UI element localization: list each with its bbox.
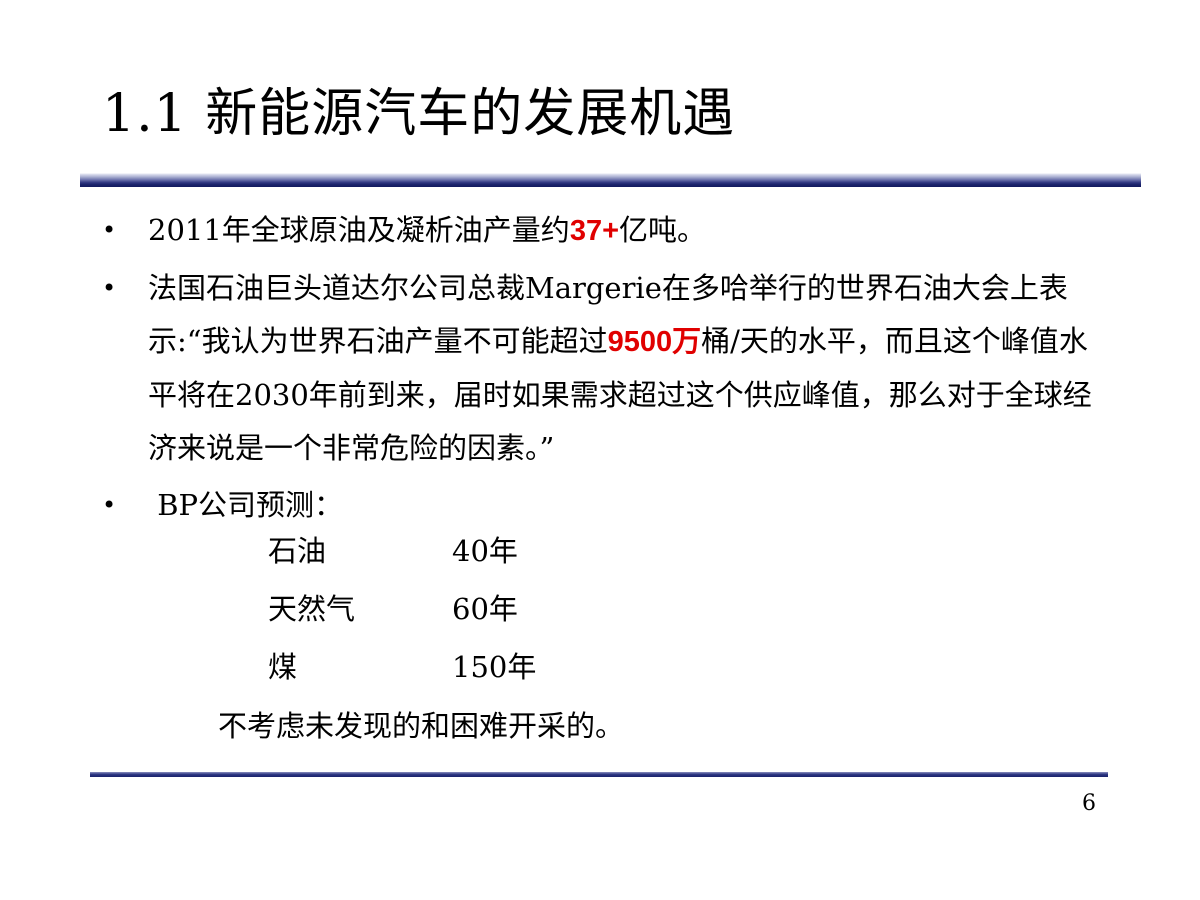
forecast-resource: 天然气 bbox=[268, 592, 356, 626]
bullet-dot-icon: • bbox=[102, 274, 117, 302]
forecast-row: 煤 150年 bbox=[268, 638, 612, 696]
forecast-row: 天然气 60年 bbox=[268, 580, 612, 638]
bullet-dot-icon: • bbox=[102, 216, 117, 244]
bullet-text-before: 法国石油巨头道达尔公司总裁Margerie在多哈举行的世界石油大会上表示:“我认… bbox=[148, 271, 1068, 358]
highlight-value: 9500万 bbox=[607, 326, 702, 358]
bullet-item-oil-output: • 2011年全球原油及凝析油产量约37+亿吨。 bbox=[102, 204, 1102, 258]
bullet-text: BP公司预测： bbox=[148, 488, 344, 522]
footer-divider bbox=[90, 772, 1108, 777]
bullet-item-bp-forecast: • BP公司预测： bbox=[102, 479, 1102, 532]
forecast-years: 150年 bbox=[452, 650, 537, 684]
forecast-resource: 煤 bbox=[268, 650, 298, 684]
forecast-note: 不考虑未发现的和困难开采的。 bbox=[218, 709, 625, 743]
forecast-years: 40年 bbox=[452, 534, 518, 568]
forecast-resource: 石油 bbox=[268, 534, 327, 568]
bullet-text-after: 桶/天的水平，而且这个峰值水平将在2030年前到来，届时如果需求超过这个供应峰值… bbox=[148, 324, 1092, 465]
bullet-text-after: 亿吨。 bbox=[619, 213, 707, 247]
title-divider bbox=[80, 173, 1141, 187]
page-number: 6 bbox=[1082, 791, 1096, 816]
bullet-text: 法国石油巨头道达尔公司总裁Margerie在多哈举行的世界石油大会上表示:“我认… bbox=[148, 271, 1092, 465]
bullet-dot-icon: • bbox=[102, 491, 117, 519]
forecast-row: 石油 40年 bbox=[268, 522, 612, 580]
slide-title: 1.1 新能源汽车的发展机遇 bbox=[102, 84, 736, 144]
forecast-years: 60年 bbox=[452, 592, 518, 626]
forecast-table: 石油 40年 天然气 60年 煤 150年 bbox=[268, 522, 612, 696]
bullet-text-before: 2011年全球原油及凝析油产量约 bbox=[148, 213, 570, 247]
bullet-list: • 2011年全球原油及凝析油产量约37+亿吨。 • 法国石油巨头道达尔公司总裁… bbox=[102, 204, 1102, 536]
highlight-value: 37+ bbox=[569, 215, 620, 247]
bullet-text: 2011年全球原油及凝析油产量约37+亿吨。 bbox=[148, 213, 706, 247]
bullet-item-total-quote: • 法国石油巨头道达尔公司总裁Margerie在多哈举行的世界石油大会上表示:“… bbox=[102, 262, 1102, 475]
